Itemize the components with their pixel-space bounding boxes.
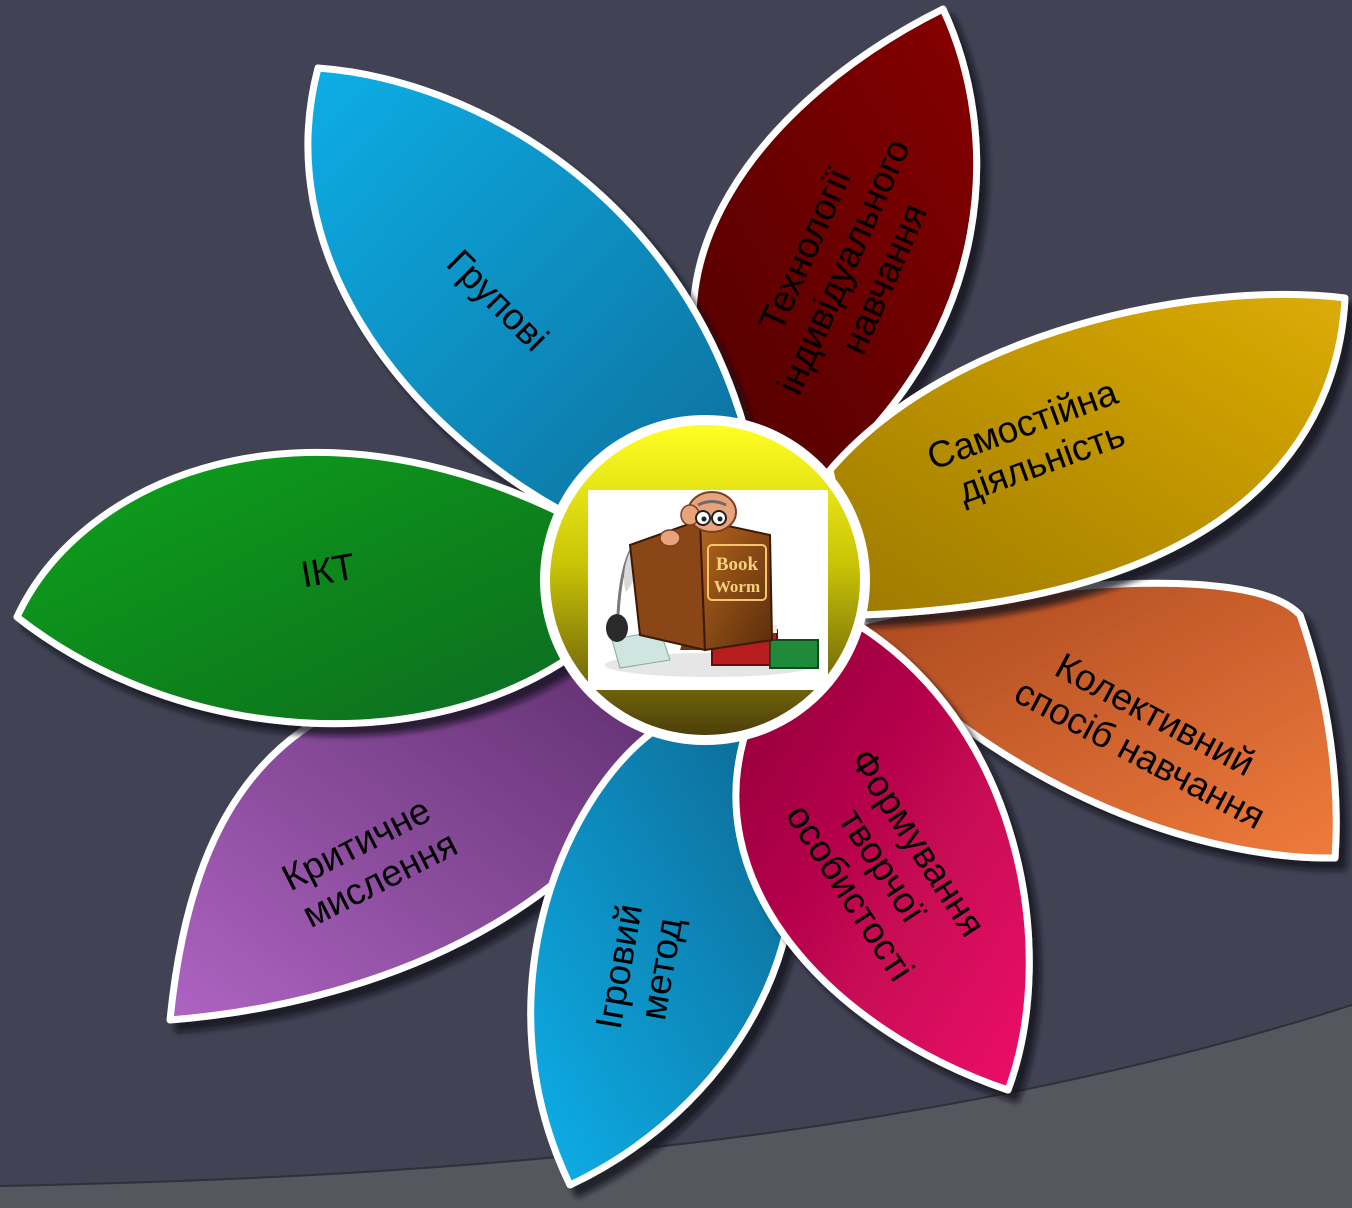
petal-grupovi — [304, 64, 749, 514]
petal-ikt — [13, 448, 584, 728]
background-arc-line — [0, 1004, 1352, 1187]
book-title-line2: Worm — [714, 577, 760, 596]
petal-tekhnolohii — [689, 5, 981, 484]
background-arc — [0, 1005, 1352, 1208]
petal-samostiina — [826, 290, 1349, 619]
book-title-line1: Book — [716, 554, 759, 575]
bookworm-reading-icon: Book Worm — [588, 490, 828, 690]
svg-text:ІКТ: ІКТ — [298, 546, 359, 596]
petal-kolektyvnyi — [846, 579, 1340, 862]
label-ikt-line1: ІКТ — [298, 546, 359, 596]
label-ikt: ІКТ — [298, 546, 359, 596]
petal-formuvannia — [732, 616, 1033, 1094]
